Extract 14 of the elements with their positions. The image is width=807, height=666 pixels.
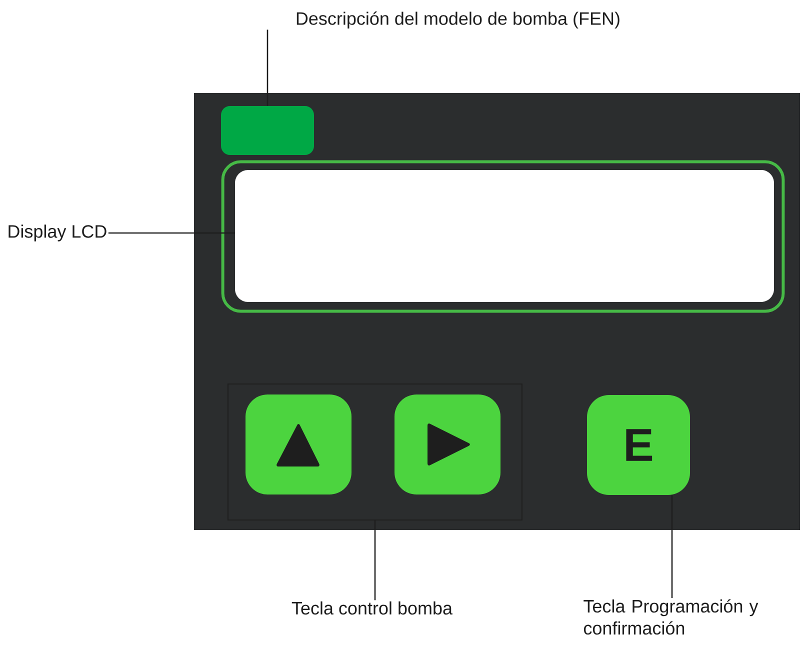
key-group-frame (228, 384, 522, 520)
leader-line (671, 495, 673, 598)
leader-line (374, 520, 376, 600)
e-key: E (587, 395, 690, 495)
up-key (246, 394, 352, 494)
annotation-text: Descripción del modelo de bomba (FEN) (296, 12, 620, 28)
right-key (394, 394, 500, 494)
annotation-text: Tecla control bomba (292, 601, 452, 615)
model-tag (221, 106, 314, 155)
annotation-text: Tecla Programación y confirmación (584, 599, 758, 635)
leader-line (266, 30, 268, 106)
lcd-display (221, 160, 785, 313)
leader-line (108, 232, 235, 234)
annotation-text: Display LCD (8, 224, 106, 242)
